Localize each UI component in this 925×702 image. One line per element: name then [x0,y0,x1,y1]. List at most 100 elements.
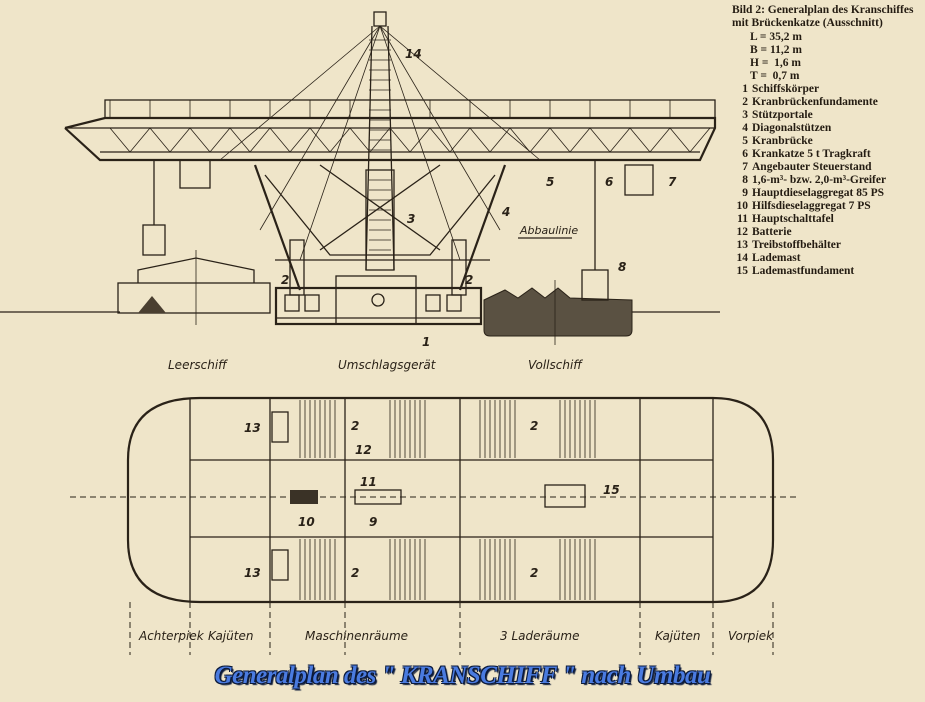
loading-mast [219,11,541,271]
callout-6: 6 [605,175,613,189]
legend-item: 11 Hauptschalttafel [732,213,924,226]
legend-item-text: Angebauter Steuerstand [752,161,872,173]
legend-item-text: Schiffskörper [752,83,820,95]
legend-item-number: 1 [742,83,748,95]
dimension-row: H = 1,6 m [750,57,801,69]
legend-item: 8 1,6-m³- bzw. 2,0-m³-Greifer [732,174,924,187]
legend-item-number: 13 [736,239,749,251]
legend-item-number: 10 [736,200,749,212]
callout-1: 1 [422,335,430,349]
legend-item-text: Stützportale [752,109,813,121]
label-leerschiff: Leerschiff [168,358,228,372]
callout-3: 3 [407,212,415,226]
crane-ship-hull [274,275,483,326]
callout-14: 14 [405,47,422,61]
legend-item-text: Diagonalstützen [752,122,832,134]
legend: Bild 2: Generalplan des Kranschiffes mit… [732,4,924,278]
label-umschlagsgeraet: Umschlagsgerät [338,358,437,372]
abbaulinie-label: Abbaulinie [519,224,578,237]
steering-stand-left [179,159,211,189]
legend-item: 7 Angebauter Steuerstand [732,161,924,174]
main-diesel [354,489,402,505]
legend-item-text: Hauptdieselaggregat 85 PS [752,187,885,199]
plan-callout-9: 9 [369,515,377,529]
fuel-tank-top [271,411,289,443]
legend-item-text: Hauptschalttafel [752,213,834,225]
plan-callout-2-a: 2 [351,419,359,433]
dimension-row: T = 0,7 m [750,70,800,82]
legend-item-text: Krankatze 5 t Tragkraft [752,148,871,160]
legend-item: 3 Stützportale [732,109,924,122]
mast-foundation [544,484,586,508]
callout-8: 8 [618,260,626,274]
legend-item-text: Lademast [752,252,801,264]
legend-item-number: 8 [742,174,748,186]
section-achterpiek: Achterpiek [138,629,205,643]
callout-2-right: 2 [465,273,473,287]
legend-item: 4 Diagonalstützen [732,122,924,135]
legend-item: 1 Schiffskörper [732,83,924,96]
plan-callout-2-b: 2 [351,566,359,580]
callout-5: 5 [546,175,554,189]
legend-item-text: 1,6-m³- bzw. 2,0-m³-Greifer [752,174,887,186]
support-portals [253,164,507,296]
auxiliary-diesel [290,490,318,504]
section-laderaeume: 3 Laderäume [500,629,579,643]
label-vollschiff: Vollschiff [528,358,583,372]
legend-item-text: Kranbrücke [752,135,813,147]
section-vorpiek: Vorpiek [728,629,774,643]
plan-callout-13-top: 13 [244,421,261,435]
legend-item: 6 Krankatze 5 t Tragkraft [732,148,924,161]
dimension-row: B = 11,2 m [750,44,802,56]
legend-item-number: 15 [736,265,749,277]
legend-item-number: 6 [742,148,748,160]
plan-callout-15: 15 [603,483,620,497]
legend-item-number: 14 [736,252,749,264]
plan-callout-12: 12 [355,443,372,457]
legend-item-text: Treibstoffbehälter [752,239,842,251]
legend-items: 1 Schiffskörper 2 Kranbrückenfundamente 3 Stü… [732,83,924,278]
plan-callout-10: 10 [298,515,315,529]
elevation-view: Abbaulinie 14 5 6 7 3 4 2 2 8 1 Leerschi… [0,11,720,372]
plan-callout-11: 11 [360,475,377,489]
callout-7: 7 [668,175,677,189]
legend-item-number: 4 [742,122,748,134]
callout-2-left: 2 [281,273,289,287]
legend-caption: Bild 2: Generalplan des Kranschiffes mit… [732,4,914,29]
section-kajueten-aft: Kajüten [208,629,253,643]
legend-item: 9 Hauptdieselaggregat 85 PS [732,187,924,200]
steering-stand-right [624,164,654,196]
plan-callout-13-bottom: 13 [244,566,261,580]
legend-item-number: 7 [742,161,748,173]
page-title: Generalplan des " KRANSCHIFF " nach Umba… [214,662,711,689]
legend-item: 2 Kranbrückenfundamente [732,96,924,109]
section-kajueten-fore: Kajüten [655,629,700,643]
legend-item-number: 5 [742,135,748,147]
full-barge [483,160,633,345]
legend-item: 5 Kranbrücke [732,135,924,148]
fuel-tank-bottom [271,549,289,581]
plan-callout-2-d: 2 [530,566,538,580]
legend-item-number: 2 [742,96,748,108]
legend-item-text: Batterie [752,226,792,238]
legend-item-text: Hilfsdieselaggregat 7 PS [752,200,871,212]
crane-bridge [64,99,717,162]
plan-callout-2-c: 2 [530,419,538,433]
legend-item-number: 12 [736,226,749,238]
empty-barge [117,160,271,325]
legend-item-number: 3 [742,109,748,121]
legend-item-text: Kranbrückenfundamente [752,96,878,108]
legend-item-text: Lademastfundament [752,265,855,277]
legend-item-number: 9 [742,187,748,199]
callout-4: 4 [501,205,510,219]
legend-item-number: 11 [737,213,748,225]
plan-view: 13 13 2 2 2 2 12 11 10 9 15 Achterpiek K… [70,396,800,655]
section-maschinenraeume: Maschinenräume [305,629,408,643]
